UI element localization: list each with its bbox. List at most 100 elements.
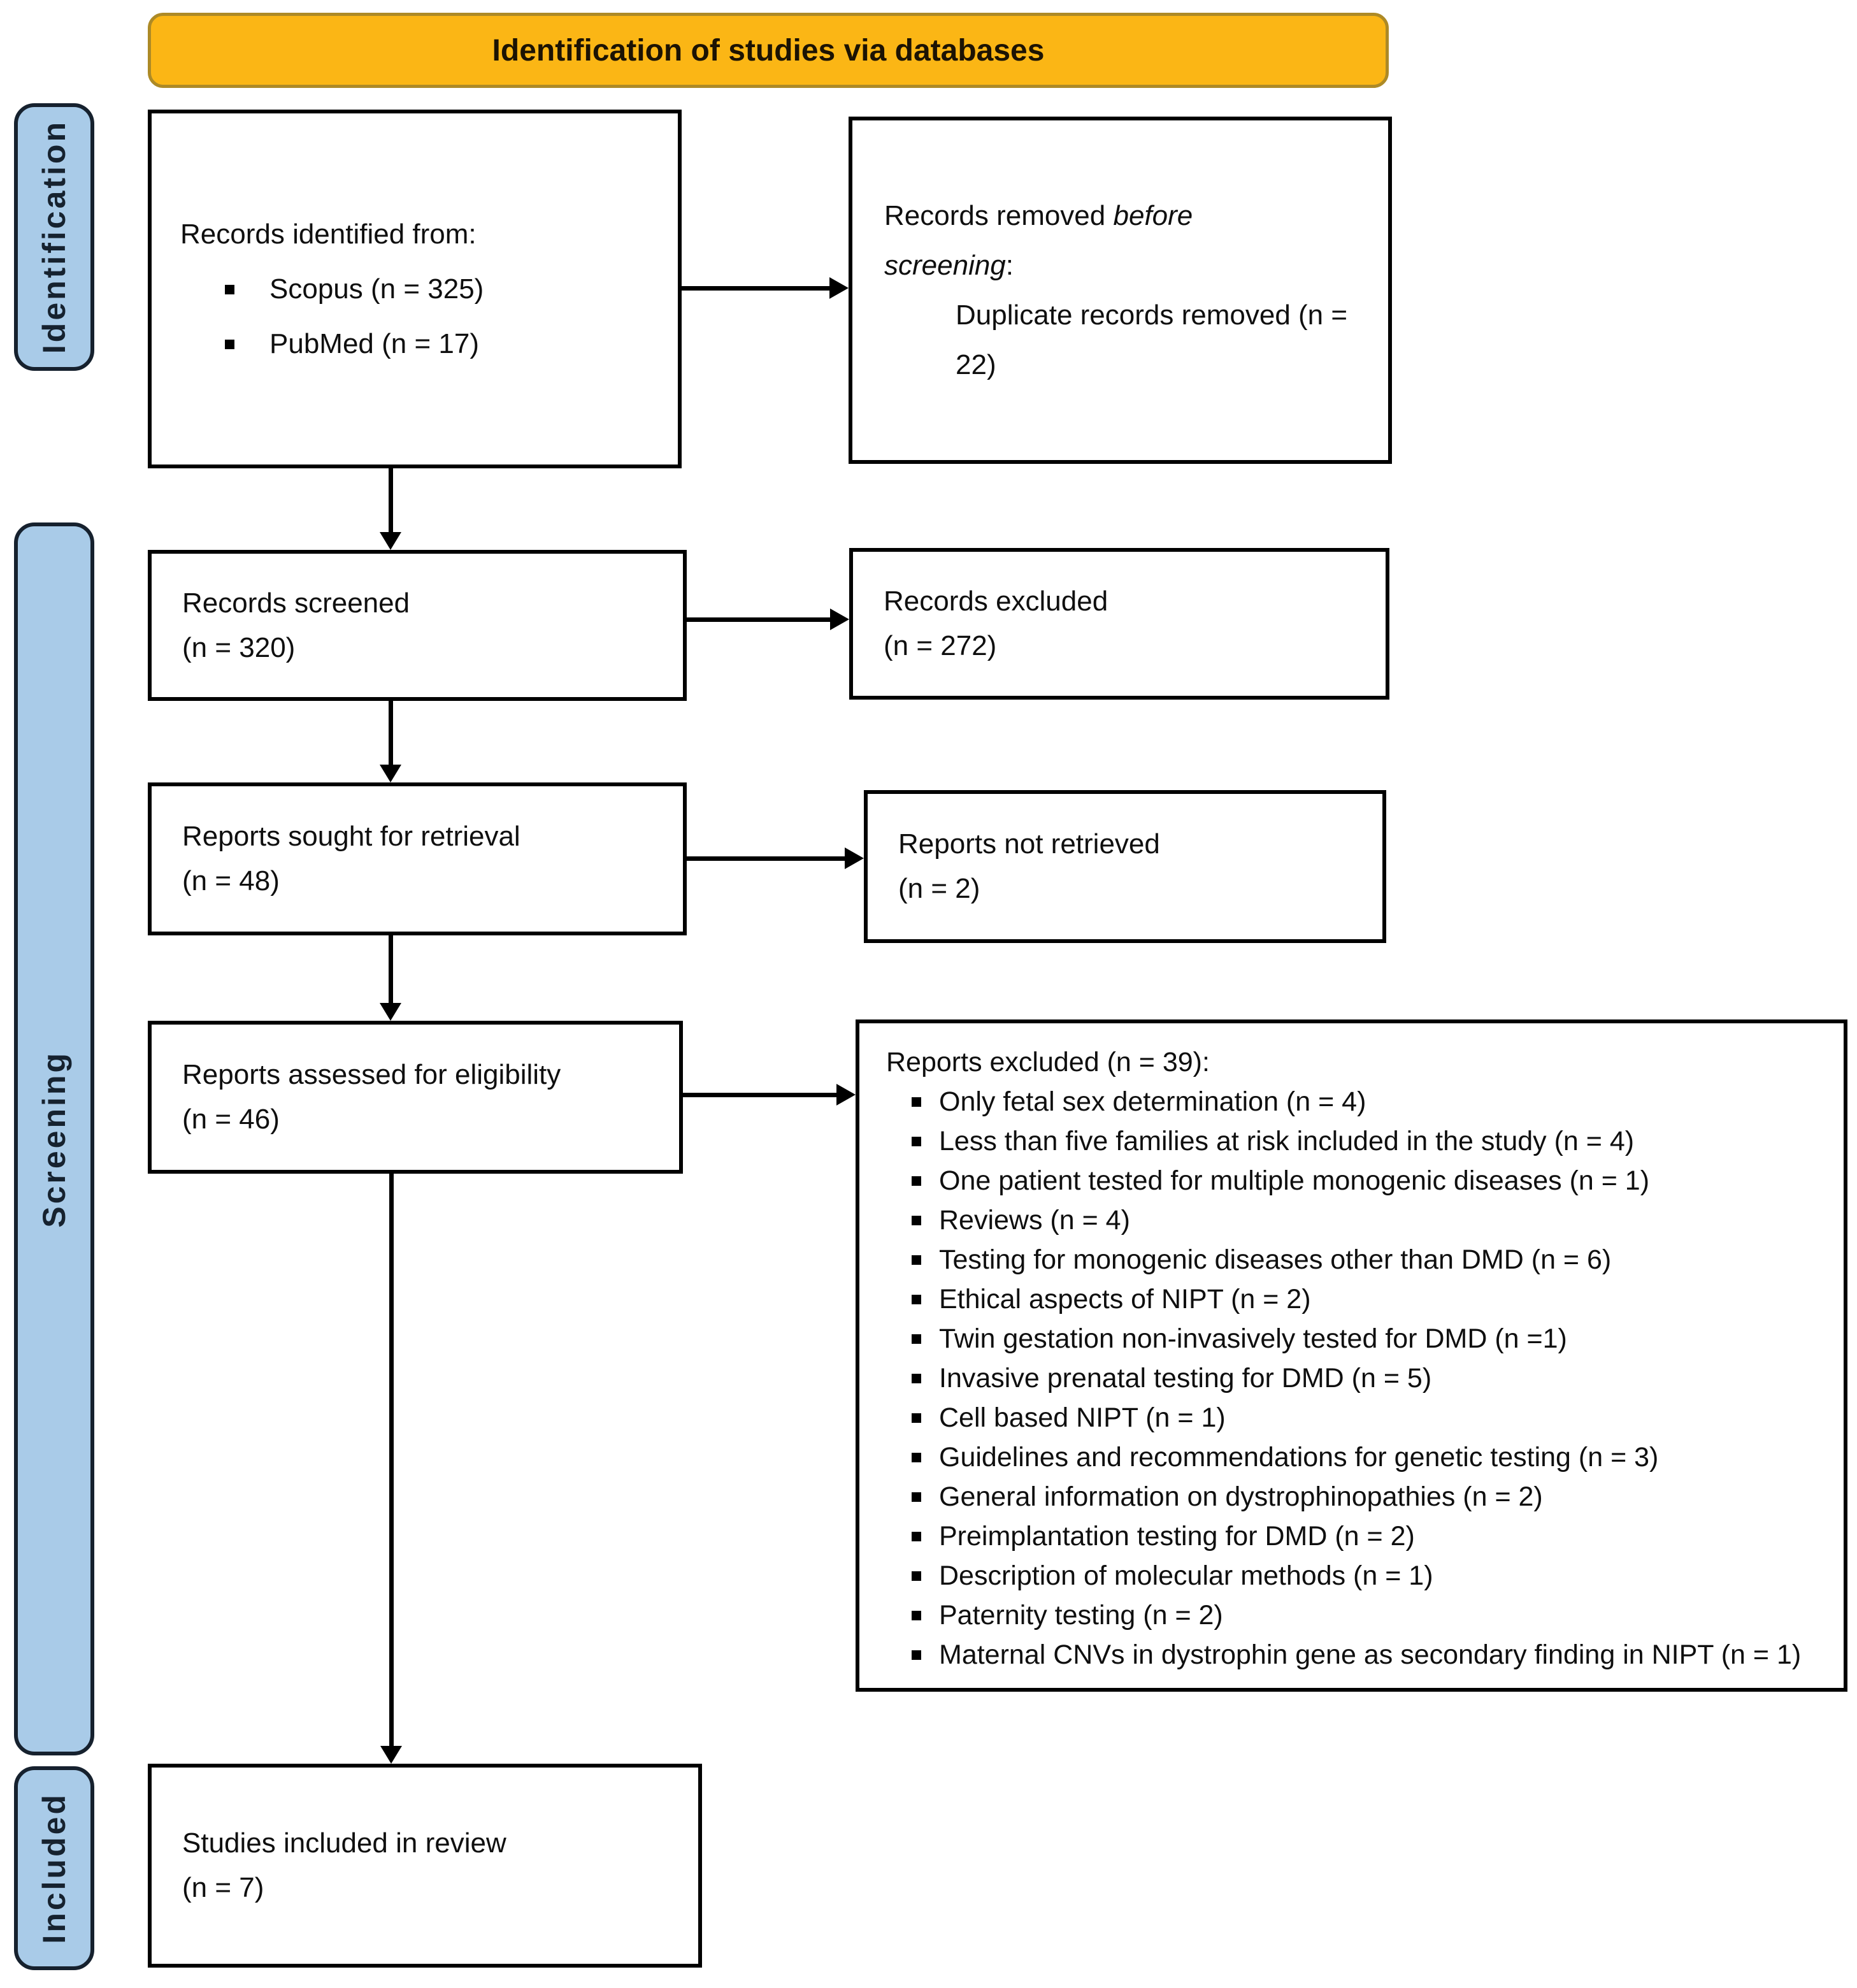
excluded-reason-item: Testing for monogenic diseases other tha…: [912, 1240, 1821, 1279]
excluded-reason-text: Description of molecular methods (n = 1): [939, 1560, 1433, 1591]
excluded-reason-text: Less than five families at risk included…: [939, 1126, 1635, 1156]
reports-sought-count: (n = 48): [182, 865, 280, 897]
arrowhead-right-icon: [845, 847, 864, 869]
arrowhead-right-icon: [830, 609, 849, 630]
bullet-square-icon: [912, 1334, 921, 1344]
excluded-reason-text: Only fetal sex determination (n = 4): [939, 1086, 1366, 1117]
excluded-reason-item: Maternal CNVs in dystrophin gene as seco…: [912, 1635, 1821, 1675]
arrowhead-down-icon: [380, 765, 401, 782]
bullet-square-icon: [912, 1097, 921, 1107]
arrowhead-down-icon: [380, 532, 401, 550]
bullet-square-icon: [912, 1137, 921, 1146]
excluded-reason-item: Reviews (n = 4): [912, 1200, 1821, 1240]
studies-included-label: Studies included in review: [182, 1827, 506, 1859]
stage-label-screening-text: Screening: [36, 1050, 72, 1228]
excluded-reason-item: Less than five families at risk included…: [912, 1121, 1821, 1161]
arrow-shaft: [683, 856, 847, 861]
arrow-assessed-to-included: [380, 1174, 402, 1764]
excluded-reason-text: Paternity testing (n = 2): [939, 1600, 1223, 1631]
arrowhead-down-icon: [380, 1003, 401, 1021]
banner-identification-via-databases: Identification of studies via databases: [148, 13, 1389, 88]
arrow-shaft: [683, 617, 833, 622]
arrow-shaft: [389, 701, 393, 767]
bullet-square-icon: [912, 1492, 921, 1502]
records-screened-label: Records screened: [182, 587, 410, 619]
stage-label-identification-text: Identification: [36, 120, 72, 354]
excluded-reason-item: Ethical aspects of NIPT (n = 2): [912, 1279, 1821, 1319]
bullet-square-icon: [225, 284, 234, 294]
list-item: PubMed (n = 17): [225, 317, 660, 371]
box-studies-included: Studies included in review (n = 7): [148, 1764, 702, 1968]
reports-not-retrieved-count: (n = 2): [898, 873, 980, 904]
arrow-screened-to-sought: [380, 701, 401, 782]
arrow-shaft: [389, 468, 393, 535]
arrow-assessed-to-excluded: [683, 1084, 856, 1106]
excluded-reason-text: Cell based NIPT (n = 1): [939, 1402, 1226, 1433]
records-removed-title-italic: before screening: [884, 199, 1193, 281]
reports-not-retrieved-label: Reports not retrieved: [898, 828, 1160, 860]
box-records-screened: Records screened (n = 320): [148, 550, 687, 701]
excluded-reason-text: General information on dystrophinopathie…: [939, 1481, 1543, 1512]
stage-label-screening: Screening: [14, 522, 94, 1755]
banner-label: Identification of studies via databases: [492, 33, 1045, 68]
box-reports-excluded-reasons: Reports excluded (n = 39): Only fetal se…: [856, 1019, 1847, 1692]
excluded-reason-text: Guidelines and recommendations for genet…: [939, 1442, 1659, 1473]
arrow-shaft: [683, 1093, 839, 1097]
excluded-reason-item: Preimplantation testing for DMD (n = 2): [912, 1516, 1821, 1556]
bullet-square-icon: [912, 1295, 921, 1304]
duplicate-records-removed: Duplicate records removed (n = 22): [956, 299, 1348, 380]
records-screened-count: (n = 320): [182, 631, 296, 663]
arrow-sought-to-assessed: [380, 935, 401, 1021]
bullet-square-icon: [225, 339, 234, 349]
records-identified-source: Scopus (n = 325): [269, 273, 484, 305]
bullet-square-icon: [912, 1571, 921, 1581]
excluded-reason-text: Testing for monogenic diseases other tha…: [939, 1244, 1612, 1275]
box-records-removed-before-screening: Records removed before screening: Duplic…: [849, 117, 1392, 464]
excluded-reason-item: One patient tested for multiple monogeni…: [912, 1161, 1821, 1200]
bullet-square-icon: [912, 1255, 921, 1265]
reports-assessed-count: (n = 46): [182, 1104, 280, 1135]
reports-assessed-label: Reports assessed for eligibility: [182, 1059, 561, 1090]
arrow-shaft: [680, 286, 832, 291]
excluded-reason-text: Maternal CNVs in dystrophin gene as seco…: [939, 1639, 1802, 1670]
records-identified-title: Records identified from:: [180, 218, 477, 250]
records-excluded-count: (n = 272): [884, 630, 997, 661]
arrow-screened-to-excluded: [683, 609, 849, 630]
arrowhead-right-icon: [829, 277, 849, 299]
arrowhead-down-icon: [380, 1746, 402, 1764]
list-item: Scopus (n = 325): [225, 262, 660, 317]
stage-label-included: Included: [14, 1766, 94, 1970]
records-identified-source: PubMed (n = 17): [269, 328, 479, 359]
excluded-reason-item: Cell based NIPT (n = 1): [912, 1398, 1821, 1437]
excluded-reason-text: Invasive prenatal testing for DMD (n = 5…: [939, 1363, 1432, 1394]
records-removed-title-colon: :: [1005, 249, 1014, 281]
excluded-reason-text: Twin gestation non-invasively tested for…: [939, 1323, 1567, 1354]
arrow-shaft: [389, 935, 393, 1005]
excluded-reason-item: General information on dystrophinopathie…: [912, 1477, 1821, 1516]
box-reports-sought: Reports sought for retrieval (n = 48): [148, 782, 687, 935]
excluded-reason-item: Twin gestation non-invasively tested for…: [912, 1319, 1821, 1358]
arrow-identified-to-screened: [380, 468, 401, 550]
stage-label-identification: Identification: [14, 103, 94, 371]
studies-included-count: (n = 7): [182, 1872, 264, 1903]
excluded-reason-text: Reviews (n = 4): [939, 1205, 1130, 1235]
reports-sought-label: Reports sought for retrieval: [182, 821, 520, 852]
bullet-square-icon: [912, 1532, 921, 1541]
box-reports-not-retrieved: Reports not retrieved (n = 2): [864, 790, 1386, 943]
excluded-reason-item: Paternity testing (n = 2): [912, 1595, 1821, 1635]
excluded-reason-text: Ethical aspects of NIPT (n = 2): [939, 1284, 1311, 1315]
bullet-square-icon: [912, 1374, 921, 1383]
records-excluded-label: Records excluded: [884, 586, 1108, 617]
bullet-square-icon: [912, 1453, 921, 1462]
excluded-reason-text: One patient tested for multiple monogeni…: [939, 1165, 1650, 1196]
excluded-reason-text: Preimplantation testing for DMD (n = 2): [939, 1521, 1415, 1552]
box-records-identified: Records identified from: Scopus (n = 325…: [148, 110, 682, 468]
excluded-reason-item: Invasive prenatal testing for DMD (n = 5…: [912, 1358, 1821, 1398]
stage-label-included-text: Included: [36, 1792, 72, 1944]
box-reports-assessed: Reports assessed for eligibility (n = 46…: [148, 1021, 683, 1174]
bullet-square-icon: [912, 1216, 921, 1225]
bullet-square-icon: [912, 1611, 921, 1620]
records-removed-title-normal: Records removed: [884, 199, 1114, 231]
excluded-reason-item: Guidelines and recommendations for genet…: [912, 1437, 1821, 1477]
